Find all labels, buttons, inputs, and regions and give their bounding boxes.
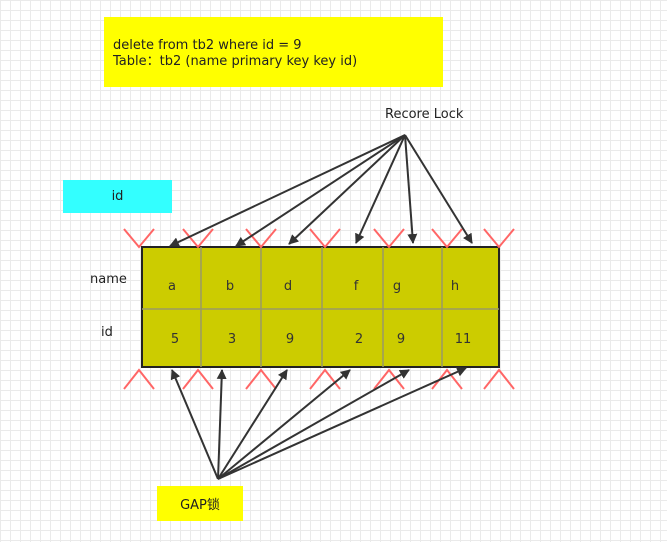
gap-marker-top [373,228,405,249]
cell-id: 11 [455,332,472,347]
gap-marker-top [123,228,155,249]
gap-lock-label: GAP锁 [180,498,220,513]
row-label-name: name [90,272,127,287]
cell-id: 2 [355,332,363,347]
cell-id: 9 [397,332,405,347]
cell-name: b [226,279,234,294]
gap-lock-arrow [170,369,219,480]
cell-id: 9 [286,332,294,347]
gap-marker-top [431,228,463,249]
query-line-1: delete from tb2 where id = 9 [113,38,302,53]
record-lock-arrow [169,134,406,247]
query-box: delete from tb2 where id = 9 Table：tb2 (… [104,17,443,87]
gap-marker-top [182,228,214,249]
gap-lock-arrow [216,369,227,480]
cell-name: d [284,279,292,294]
record-lock-arrow [404,134,473,244]
record-lock-label: Recore Lock [385,107,464,122]
gap-lock-arrow [217,367,467,480]
gap-marker-bottom [245,368,277,390]
gap-lock-box: GAP锁 [157,486,243,521]
gap-marker-top [245,228,277,249]
gap-lock-arrow [217,369,351,480]
cell-name: h [451,279,459,294]
cell-name: a [168,279,176,294]
record-lock-arrow [235,134,406,247]
gap-marker-top [483,228,515,249]
record-lock-arrow [288,134,406,245]
query-line-2: Table：tb2 (name primary key key id) [113,54,358,69]
gap-marker-top [309,228,341,249]
table-body [141,246,500,368]
gap-lock-arrow [217,369,410,480]
gap-marker-bottom [182,368,214,390]
gap-marker-bottom [483,368,515,390]
gap-lock-arrow [217,369,288,480]
gap-marker-bottom [373,368,405,390]
gap-marker-bottom [123,368,155,390]
record-lock-arrow [355,134,406,244]
cell-name: g [393,279,401,294]
index-label: id [111,189,124,204]
gap-markers [123,228,515,390]
index-table: a 5 b 3 d 9 f 2 g 9 h 11 [141,246,500,368]
gap-marker-bottom [309,368,341,390]
cell-name: f [354,279,359,294]
record-lock-arrow [404,134,418,244]
cell-id: 5 [171,332,179,347]
index-label-box: id [63,180,172,213]
row-label-id: id [101,325,113,340]
cell-id: 3 [228,332,236,347]
gap-marker-bottom [431,368,463,390]
arrows [169,134,473,480]
